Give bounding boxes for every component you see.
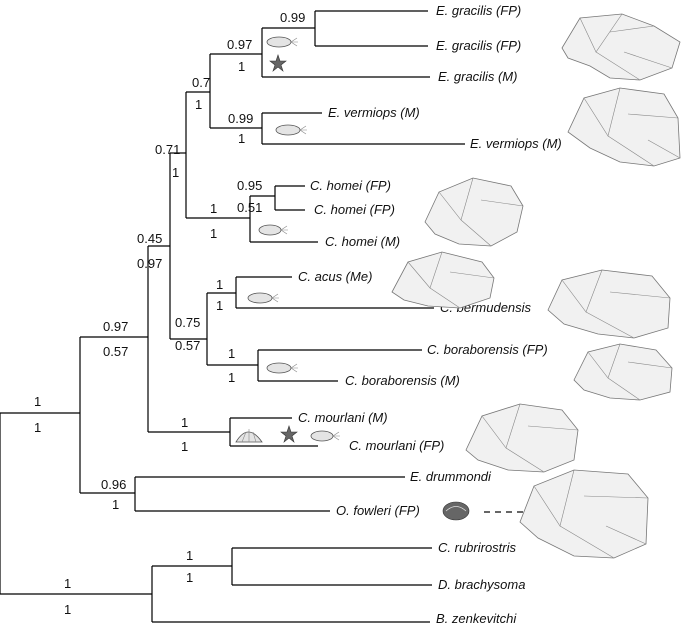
taxon-labels: E. gracilis (FP) E. gracilis (FP) E. gra… (298, 3, 562, 624)
sea-cucumber-icon (310, 430, 340, 442)
taxon-label: C. mourlani (FP) (349, 438, 444, 453)
taxon-label: E. gracilis (M) (438, 69, 517, 84)
sea-cucumber-icon (266, 362, 298, 374)
taxon-label: C. homei (FP) (310, 178, 391, 193)
bivalve-icon (235, 429, 263, 443)
taxon-label: C. mourlani (M) (298, 410, 388, 425)
taxon-label: C. acus (Me) (298, 269, 372, 284)
support-value: 0.99 (228, 111, 253, 126)
sea-cucumber-icon (266, 36, 298, 48)
taxon-label: E. drummondi (410, 469, 492, 484)
sea-cucumber-icon (275, 124, 307, 136)
support-value: 0.7 (192, 75, 210, 90)
taxon-label: C. rubrirostris (438, 540, 517, 555)
support-value: 0.71 (155, 142, 180, 157)
support-value: 0.95 (237, 178, 262, 193)
branch-homei-fp (274, 185, 305, 211)
support-value: 1 (34, 394, 41, 409)
support-value: 1 (238, 131, 245, 146)
support-value: 1 (216, 298, 223, 313)
branch-rubrirostris-brachysoma (231, 547, 432, 586)
fish-skull-illustration (567, 87, 681, 167)
support-value: 0.45 (137, 231, 162, 246)
branch-outgroup (151, 565, 430, 623)
tree-branches (0, 10, 465, 623)
bivalve-icon (442, 501, 470, 521)
support-value: 1 (210, 201, 217, 216)
fish-skull-illustration (519, 469, 649, 559)
taxon-label: B. zenkevitchi (436, 611, 517, 624)
support-value: 1 (64, 576, 71, 591)
branch-boraborensis (257, 349, 422, 382)
taxon-label: E. gracilis (FP) (436, 38, 521, 53)
support-value: 1 (238, 59, 245, 74)
support-value: 1 (228, 370, 235, 385)
fish-skull-illustration (424, 177, 524, 247)
taxon-label: O. fowleri (FP) (336, 503, 420, 518)
support-value: 0.97 (137, 256, 162, 271)
sea-star-icon (269, 54, 287, 72)
support-value: 1 (216, 277, 223, 292)
branch-gracilis (261, 27, 430, 78)
support-value: 0.99 (280, 10, 305, 25)
support-value: 1 (210, 226, 217, 241)
support-value: 0.97 (103, 319, 128, 334)
branch-acus-bermudensis (235, 276, 434, 309)
host-icons (235, 36, 528, 521)
support-value: 0.57 (103, 344, 128, 359)
support-value: 0.75 (175, 315, 200, 330)
taxon-label: E. gracilis (FP) (436, 3, 521, 18)
sea-cucumber-icon (258, 224, 288, 236)
support-value: 0.97 (227, 37, 252, 52)
sea-cucumber-icon (247, 292, 279, 304)
support-value: 1 (195, 97, 202, 112)
taxon-label: E. vermiops (M) (328, 105, 420, 120)
taxon-label: D. brachysoma (438, 577, 525, 592)
taxon-label: C. homei (M) (325, 234, 400, 249)
support-value: 1 (181, 439, 188, 454)
fish-skull-illustration (465, 403, 579, 473)
support-value: 0.51 (237, 200, 262, 215)
taxon-label: C. boraborensis (M) (345, 373, 460, 388)
support-value: 1 (181, 415, 188, 430)
fish-skull-illustrations (391, 13, 681, 559)
branch-vermiops (261, 112, 465, 145)
fish-skull-illustration (391, 251, 495, 309)
taxon-label: C. homei (FP) (314, 202, 395, 217)
branch-mourlani (229, 417, 318, 447)
support-value: 1 (64, 602, 71, 617)
support-value: 1 (112, 497, 119, 512)
branch-homei (249, 195, 318, 243)
support-value: 0.57 (175, 338, 200, 353)
support-value: 1 (172, 165, 179, 180)
fish-skull-illustration (573, 343, 673, 401)
taxon-label: E. vermiops (M) (470, 136, 562, 151)
branch-gracilis-fp (314, 10, 428, 47)
support-value: 1 (186, 570, 193, 585)
fish-skull-illustration (547, 269, 671, 339)
support-value: 1 (186, 548, 193, 563)
support-value: 0.96 (101, 477, 126, 492)
support-value: 1 (34, 420, 41, 435)
support-values: 1 1 1 1 0.97 0.57 0.45 0.97 0.71 1 0.7 1… (34, 10, 305, 617)
fish-skull-illustration (561, 13, 681, 81)
support-value: 1 (228, 346, 235, 361)
taxon-label: C. boraborensis (FP) (427, 342, 548, 357)
branch-drummondi-fowleri (134, 476, 405, 512)
sea-star-icon (280, 425, 298, 443)
